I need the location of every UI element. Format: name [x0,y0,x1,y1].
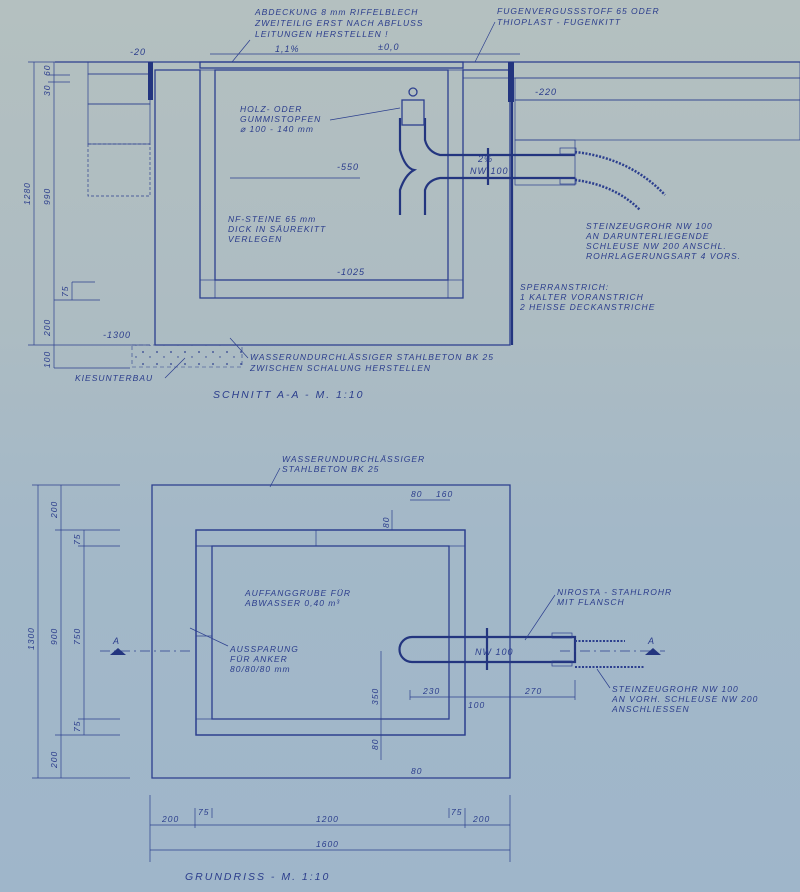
brick-lining-floor [199,279,464,299]
dim-750: 750 [72,628,82,645]
section-title: SCHNITT A-A - M. 1:10 [213,389,365,401]
section-view: 60 30 1280 990 75 200 100 -20 ±0,0 1,1% … [22,6,800,401]
steel-pipe-note-2: MIT FLANSCH [557,597,625,607]
cover-plate [199,61,464,69]
brick-lining-left [199,69,216,299]
dim-350: 350 [370,688,380,705]
clay-pipe-note-1: STEINZEUGROHR NW 100 [612,684,739,694]
pipe-note-3: SCHLEUSE NW 200 ANSCHL. [586,241,727,251]
pipe-slope: 2% [477,154,493,164]
t-pipe [398,118,575,215]
brick-note-2: DICK IN SÄUREKITT [228,224,326,234]
plan-title: GRUNDRISS - M. 1:10 [185,871,330,883]
pipe-note-1: STEINZEUGROHR NW 100 [586,221,713,231]
dim-200-top: 200 [49,501,59,519]
pipe-label: NW 100 [470,166,509,176]
pipe-note-2: AN DARUNTERLIEGENDE [585,231,709,241]
clay-pipe [574,150,666,211]
level-floor: -1025 [337,267,365,277]
level-pipe: -550 [337,162,359,172]
cover-note-3: LEITUNGEN HERSTELLEN ! [255,29,388,39]
concrete-note-1: WASSERUNDURCHLÄSSIGER STAHLBETON BK 25 [250,352,494,362]
plan-pipe-label: NW 100 [475,647,514,657]
dim-990: 990 [42,188,52,205]
pit-note-2: ABWASSER 0,40 m³ [244,598,340,608]
slope-label: 1,1% [275,44,300,54]
plan-dimensions [32,484,576,862]
dim-100: 100 [468,700,485,710]
joint-note-1: FUGENVERGUSSSTOFF 65 ODER [497,6,660,16]
section-mark-right-icon [645,648,661,655]
dim-60: 60 [42,65,52,76]
dim-75-bottom: 75 [72,721,82,732]
dim-30: 30 [42,85,52,96]
level-top: ±0,0 [378,42,399,52]
dim-1300: 1300 [26,627,36,650]
coating-note-3: 2 HEISSE DECKANSTRICHE [519,302,655,312]
stopper-note-3: ⌀ 100 - 140 mm [240,124,314,134]
plan-brick-lining [195,529,466,736]
dim-b75-left: 75 [198,807,209,817]
gravel-note: KIESUNTERBAU [75,373,153,383]
dim-80-bottom: 80 [411,766,422,776]
dim-80-lower: 80 [370,739,380,750]
plan-pipe [398,635,577,664]
dim-1600: 1600 [316,839,339,849]
stopper-note-2: GUMMISTOPFEN [240,114,321,124]
dim-total: 1280 [22,182,32,205]
dim-200: 200 [42,319,52,337]
section-mark-left-icon [110,648,126,655]
section-mark-left: A [112,636,120,646]
pipe-note-4: ROHRLAGERUNGSART 4 VORS. [586,251,741,261]
pit-note-1: AUFFANGGRUBE FÜR [244,588,351,598]
dim-1200: 1200 [316,814,339,824]
dim-270: 270 [524,686,542,696]
recess-note-2: FÜR ANKER [230,654,288,664]
joint-note-2: THIOPLAST - FUGENKITT [497,17,621,27]
brick-note-1: NF-STEINE 65 mm [228,214,316,224]
stopper-note-1: HOLZ- ODER [240,104,302,114]
coating-note-2: 1 KALTER VORANSTRICH [520,292,644,302]
dim-80-side: 80 [381,517,391,528]
clay-pipe-note-2: AN VORH. SCHLEUSE NW 200 [611,694,758,704]
brick-note-3: VERLEGEN [228,234,282,244]
section-dimensions [28,61,150,369]
clay-pipe-note-3: ANSCHLIESSEN [611,704,690,714]
joint-left [148,62,153,100]
level-bottom: -1300 [103,330,131,340]
concrete-shell [154,69,511,346]
dim-b200-left: 200 [161,814,179,824]
pipe-stopper [401,99,425,126]
pit-interior [214,69,449,281]
joint-right [508,62,514,102]
plan-concrete [151,484,511,779]
steel-pipe-note-1: NIROSTA - STAHLROHR [557,587,672,597]
coating-note-1: SPERRANSTRICH: [520,282,609,292]
recess-note-1: AUSSPARUNG [229,644,299,654]
concrete-note-2: ZWISCHEN SCHALUNG HERSTELLEN [249,363,431,373]
dim-b75-right: 75 [451,807,462,817]
dim-900: 900 [49,628,59,645]
recess-note-3: 80/80/80 mm [230,664,291,674]
dim-100: 100 [42,351,52,368]
dim-b200-right: 200 [472,814,490,824]
plan-concrete-note-2: STAHLBETON BK 25 [282,464,379,474]
gravel-base [131,344,243,368]
section-mark-right: A [647,636,655,646]
level-rim: -20 [130,47,146,57]
cover-note-1: ABDECKUNG 8 mm RIFFELBLECH [254,7,418,17]
dim-160: 160 [436,489,453,499]
dim-80-top: 80 [411,489,422,499]
level-layer: -220 [535,87,557,97]
dim-75-top: 75 [72,534,82,545]
dim-200-bottom: 200 [49,751,59,769]
dim-75: 75 [60,286,70,297]
plan-view: A A [26,454,758,883]
cover-note-2: ZWEITEILIG ERST NACH ABFLUSS [254,18,423,28]
brick-lining-right [447,69,464,299]
plan-concrete-note-1: WASSERUNDURCHLÄSSIGER [282,454,425,464]
dim-230: 230 [422,686,440,696]
